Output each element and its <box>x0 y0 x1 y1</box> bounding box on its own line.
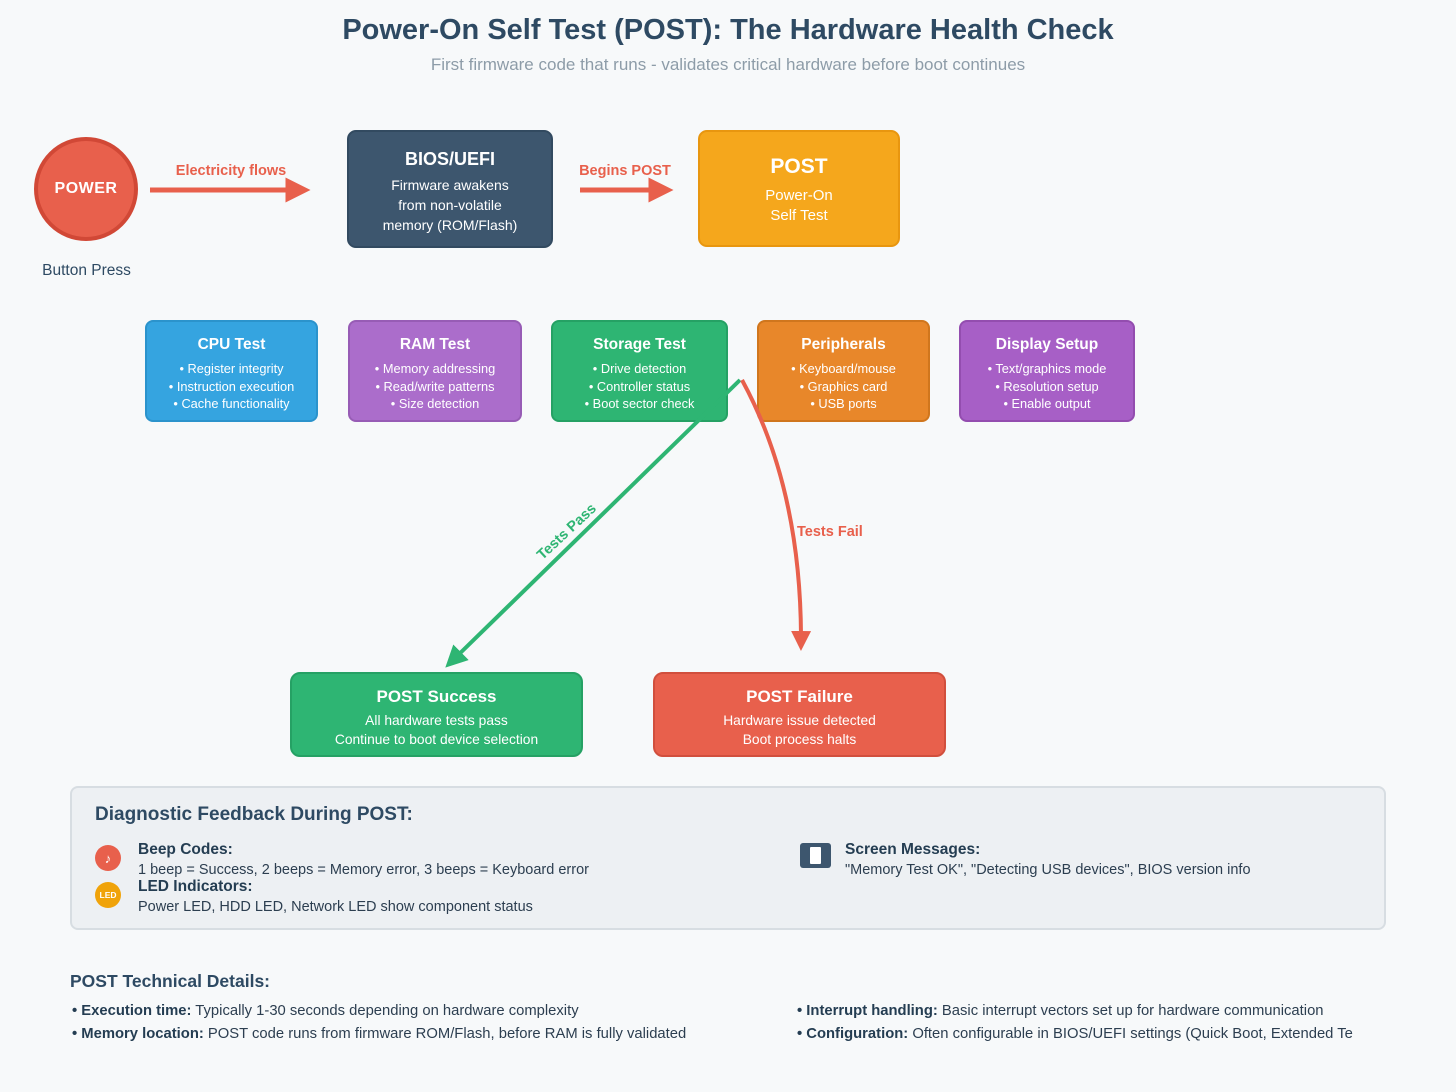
detail-text: POST code runs from firmware ROM/Flash, … <box>203 1026 687 1042</box>
ram-test-item: • Size detection <box>390 396 480 411</box>
beep-codes-body: 1 beep = Success, 2 beeps = Memory error… <box>138 862 589 878</box>
cpu-test-item: • Instruction execution <box>168 378 295 394</box>
detail-execution-time: • Execution time: Typically 1-30 seconds… <box>72 1003 579 1019</box>
post-success-title: POST Success <box>376 687 497 706</box>
display-setup-title: Display Setup <box>995 336 1099 353</box>
detail-text: Often configurable in BIOS/UEFI settings… <box>908 1026 1353 1042</box>
detail-text: Basic interrupt vectors set up for hardw… <box>937 1003 1324 1019</box>
cpu-test-node: CPU Test • Register integrity • Instruct… <box>145 320 318 422</box>
diagnostics-panel <box>70 786 1386 930</box>
diagnostics-heading: Diagnostic Feedback During POST: <box>95 804 413 825</box>
display-setup-item: • Resolution setup <box>995 378 1099 394</box>
storage-test-item: • Controller status <box>588 378 691 394</box>
detail-label: • Memory location: <box>72 1026 204 1042</box>
peripherals-item: • Keyboard/mouse <box>791 361 896 376</box>
power-button-node: POWER <box>34 137 138 241</box>
post-line: Power-On <box>765 187 833 204</box>
post-success-line: Continue to boot device selection <box>334 731 539 747</box>
detail-configuration: • Configuration: Often configurable in B… <box>797 1026 1353 1042</box>
music-note-icon: ♪ <box>95 845 121 871</box>
post-failure-line: Boot process halts <box>742 731 857 747</box>
led-icon: LED <box>95 882 121 908</box>
bios-line: from non-volatile <box>398 197 502 213</box>
storage-test-title: Storage Test <box>593 336 686 353</box>
detail-label: • Execution time: <box>72 1003 192 1019</box>
post-success-line: All hardware tests pass <box>365 713 508 728</box>
display-setup-item: • Text/graphics mode <box>987 361 1107 376</box>
post-title: POST <box>770 155 828 178</box>
led-glyph: LED <box>99 890 117 900</box>
electricity-arrow-label: Electricity flows <box>175 163 287 179</box>
peripherals-title: Peripherals <box>801 336 886 353</box>
technical-details-heading: POST Technical Details: <box>70 971 271 991</box>
screen-messages-title: Screen Messages: <box>845 841 981 858</box>
post-node: POST Power-On Self Test <box>698 130 900 247</box>
bios-title: BIOS/UEFI <box>404 149 495 169</box>
detail-interrupt-handling: • Interrupt handling: Basic interrupt ve… <box>797 1003 1324 1019</box>
led-indicators-body: Power LED, HDD LED, Network LED show com… <box>138 899 533 915</box>
display-setup-item: • Enable output <box>1003 396 1091 411</box>
beep-codes-title: Beep Codes: <box>138 841 233 858</box>
detail-memory-location: • Memory location: POST code runs from f… <box>72 1026 686 1042</box>
begins-post-arrow-label: Begins POST <box>579 163 671 179</box>
display-setup-node: Display Setup • Text/graphics mode • Res… <box>959 320 1135 422</box>
cpu-test-title: CPU Test <box>197 336 266 353</box>
tests-fail-label: Tests Fail <box>797 524 863 540</box>
led-indicators-title: LED Indicators: <box>138 878 253 895</box>
ram-test-node: RAM Test • Memory addressing • Read/writ… <box>348 320 522 422</box>
tests-pass-label: Tests Pass <box>534 500 600 564</box>
ram-test-title: RAM Test <box>399 336 471 353</box>
post-failure-title: POST Failure <box>746 687 853 706</box>
power-label: POWER <box>54 180 118 197</box>
page-subtitle: First firmware code that runs - validate… <box>430 55 1026 74</box>
bios-line: Firmware awakens <box>391 177 509 193</box>
cpu-test-item: • Cache functionality <box>173 396 290 411</box>
ram-test-item: • Memory addressing <box>374 361 496 376</box>
post-success-node: POST Success All hardware tests pass Con… <box>290 672 583 757</box>
monitor-icon <box>800 843 831 868</box>
detail-text: Typically 1-30 seconds depending on hard… <box>191 1003 579 1019</box>
bios-line: memory (ROM/Flash) <box>382 217 518 233</box>
post-failure-line: Hardware issue detected <box>723 713 876 728</box>
screen-messages-body: "Memory Test OK", "Detecting USB devices… <box>845 862 1251 878</box>
peripherals-node: Peripherals • Keyboard/mouse • Graphics … <box>757 320 930 422</box>
storage-test-item: • Drive detection <box>592 361 687 376</box>
storage-test-node: Storage Test • Drive detection • Control… <box>551 320 728 422</box>
page-title: Power-On Self Test (POST): The Hardware … <box>342 14 1114 46</box>
storage-test-item: • Boot sector check <box>584 396 695 411</box>
peripherals-item: • USB ports <box>810 396 877 411</box>
peripherals-item: • Graphics card <box>799 378 888 394</box>
tests-pass-arrow <box>445 378 742 668</box>
cpu-test-item: • Register integrity <box>179 361 284 376</box>
post-line: Self Test <box>770 207 828 224</box>
ram-test-item: • Read/write patterns <box>375 378 495 394</box>
detail-label: • Configuration: <box>797 1026 909 1042</box>
music-note-glyph: ♪ <box>104 850 112 866</box>
bios-uefi-node: BIOS/UEFI Firmware awakens from non-vola… <box>347 130 553 248</box>
detail-label: • Interrupt handling: <box>797 1003 938 1019</box>
power-caption: Button Press <box>42 262 131 279</box>
post-failure-node: POST Failure Hardware issue detected Boo… <box>653 672 946 757</box>
